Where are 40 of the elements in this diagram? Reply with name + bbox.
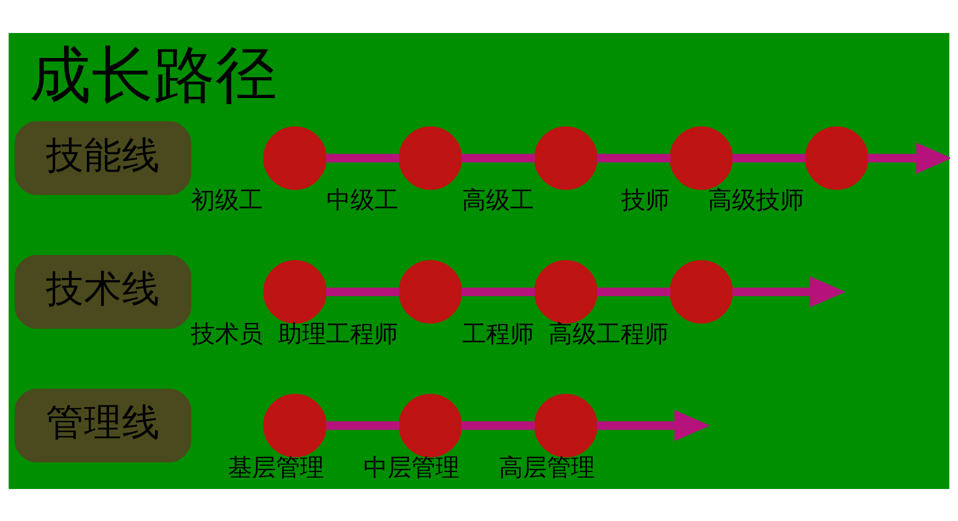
connector (461, 153, 535, 162)
node-label: 中层管理 (364, 453, 460, 482)
node-box: 技能线 (14, 120, 192, 194)
arrow (868, 142, 950, 174)
node-circle (398, 260, 462, 324)
connector (461, 420, 535, 430)
node-circle (263, 393, 327, 457)
node-circle (398, 393, 462, 457)
connector (326, 420, 400, 430)
node-label: 技术员 (191, 319, 264, 348)
node-circle (670, 260, 733, 324)
node-circle (534, 126, 598, 190)
node-label: 高级技师 (708, 186, 804, 214)
node-label: 助理工程师 (278, 319, 398, 348)
diagram-title: 成长路径 (30, 38, 278, 111)
node-circle (534, 260, 598, 324)
node-label: 高级工 (462, 186, 534, 214)
connector (732, 153, 806, 162)
node-label: 高级工程师 (548, 319, 669, 348)
node-circle (670, 126, 733, 190)
node-circle (398, 126, 462, 190)
connector (596, 153, 670, 162)
node-box: 管理线 (14, 388, 192, 462)
node-label: 基层管理 (228, 453, 324, 482)
node-label: 技师 (622, 186, 670, 214)
arrow (596, 410, 710, 441)
node-circle (263, 260, 327, 324)
node-label: 初级工 (191, 186, 264, 214)
node-box: 技术线 (14, 254, 192, 328)
node-label: 高层管理 (498, 453, 595, 482)
node-circle (804, 126, 868, 190)
node-circle (263, 126, 327, 190)
connector (596, 287, 670, 296)
connector (326, 287, 400, 296)
connector (326, 153, 400, 162)
arrow (732, 276, 846, 307)
connector (461, 287, 535, 296)
node-circle (534, 393, 598, 457)
node-label: 中级工 (326, 186, 399, 214)
node-label: 工程师 (462, 319, 534, 348)
